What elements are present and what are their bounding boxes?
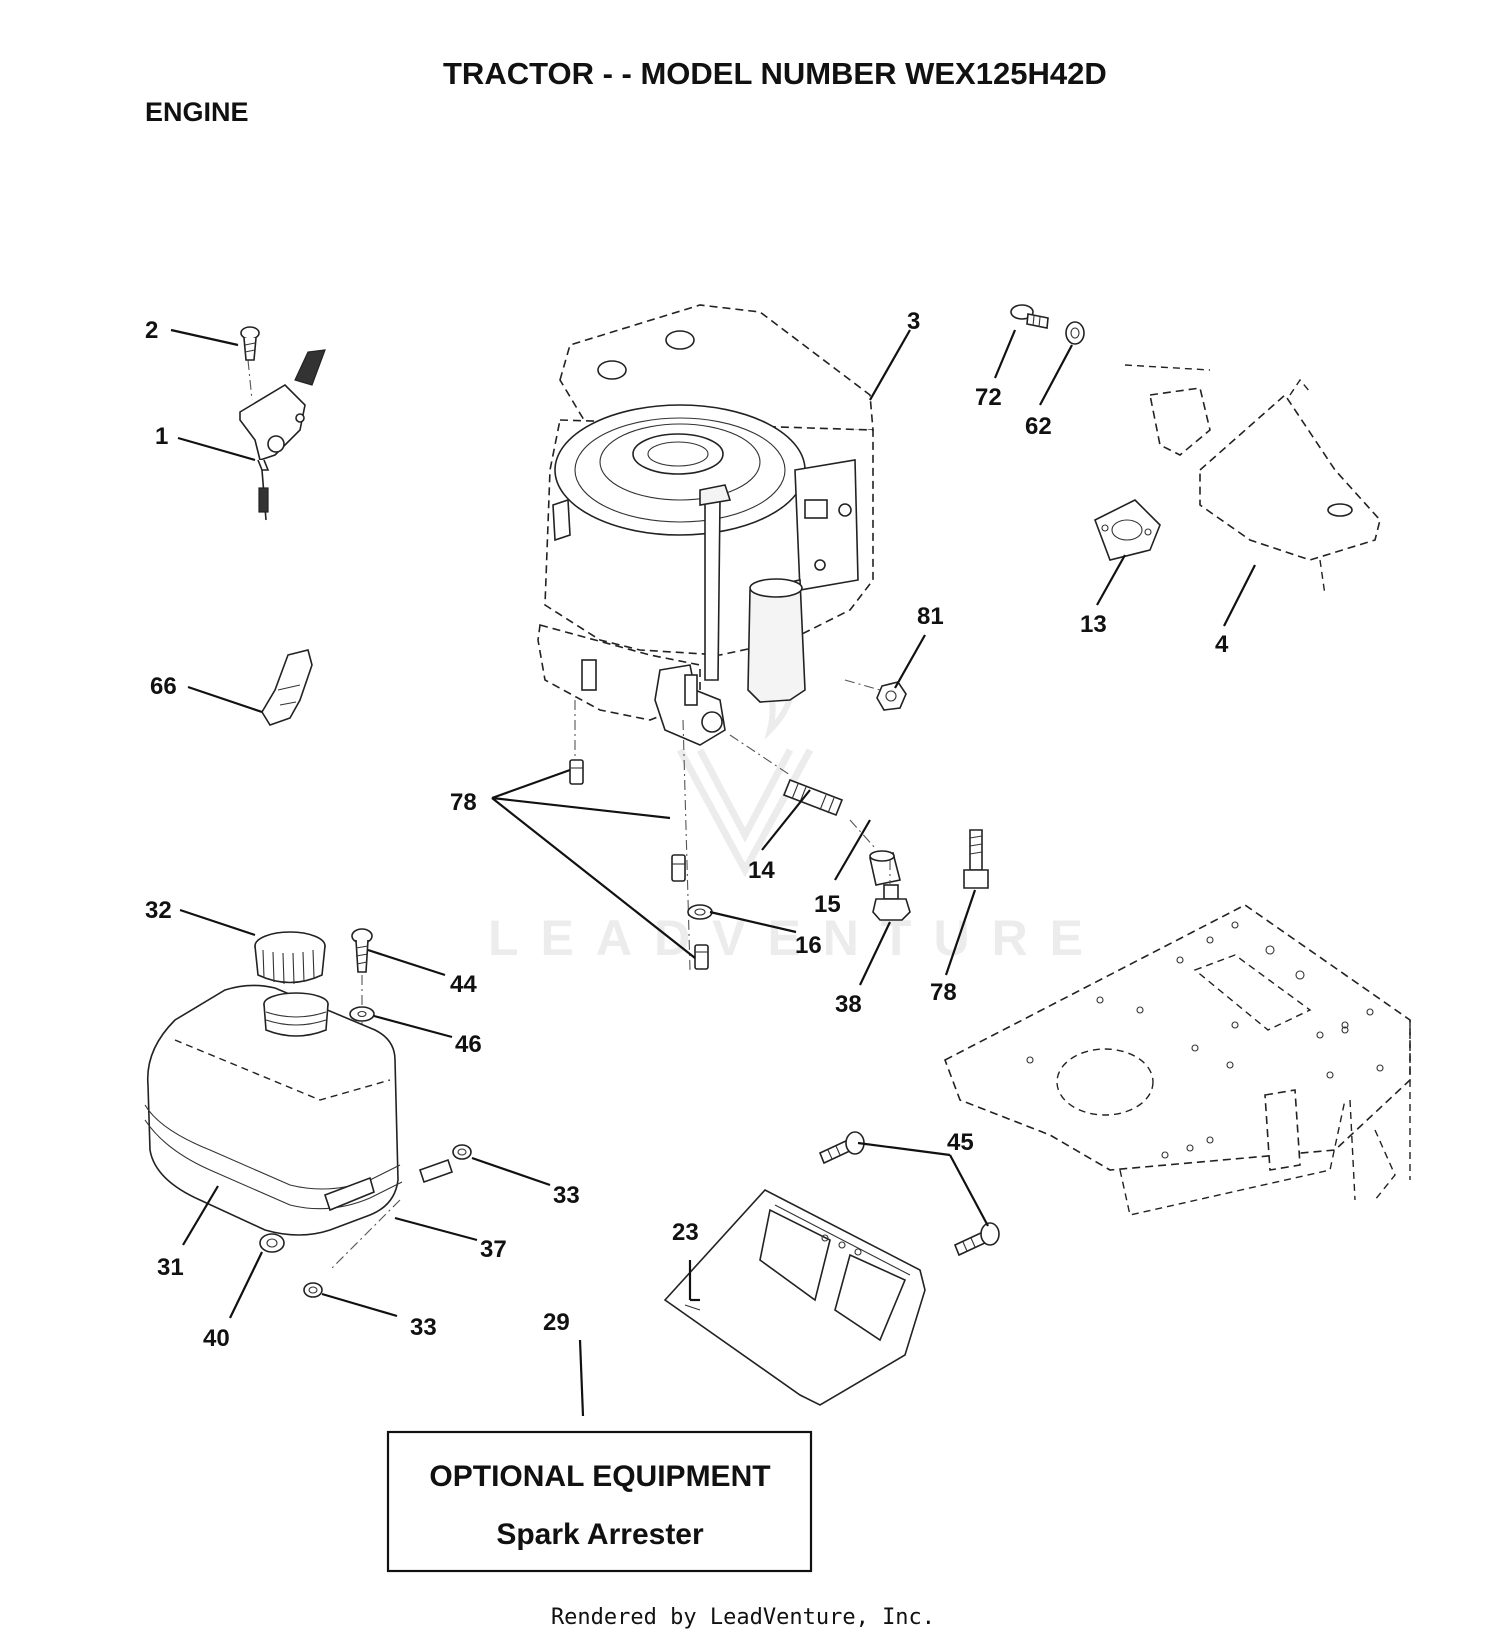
part-cap-15 xyxy=(869,850,901,886)
callout-31: 31 xyxy=(157,1254,184,1281)
part-muffler-4 xyxy=(1124,364,1381,596)
svg-text:LEADVENTURE: LEADVENTURE xyxy=(488,910,1105,966)
part-bolt-72 xyxy=(1010,304,1049,329)
part-throttle-control xyxy=(239,349,326,521)
callout-16: 16 xyxy=(795,932,822,959)
callout-29: 29 xyxy=(543,1309,570,1336)
callout-33-upper: 33 xyxy=(553,1182,580,1209)
part-clip-66 xyxy=(261,649,313,726)
callout-72: 72 xyxy=(975,384,1002,411)
part-engine-3 xyxy=(537,304,874,746)
part-bracket-23 xyxy=(663,1189,926,1406)
callout-labels: 2 1 66 3 72 62 4 13 81 78 14 15 16 38 78… xyxy=(145,308,1229,1352)
callout-32: 32 xyxy=(145,897,172,924)
callout-15: 15 xyxy=(814,891,841,918)
part-fuel-line-37 xyxy=(329,1158,454,1271)
callout-66: 66 xyxy=(150,673,177,700)
callout-40: 40 xyxy=(203,1325,230,1352)
callout-13: 13 xyxy=(1080,611,1107,638)
part-washer-16 xyxy=(687,904,713,920)
callout-78-right: 78 xyxy=(930,979,957,1006)
callout-3: 3 xyxy=(907,308,920,335)
part-fuel-cap-32 xyxy=(254,931,326,985)
part-screw-2 xyxy=(240,326,260,361)
part-pipe-14 xyxy=(782,778,844,817)
part-grommet-40 xyxy=(259,1233,285,1253)
leader-lines xyxy=(170,328,1256,1417)
callout-44: 44 xyxy=(450,971,477,998)
watermark: LEADVENTURE xyxy=(488,638,1105,966)
optional-equipment-heading: OPTIONAL EQUIPMENT xyxy=(429,1460,770,1493)
part-gasket-13 xyxy=(1093,499,1161,561)
callout-46: 46 xyxy=(455,1031,482,1058)
part-plug-38 xyxy=(872,884,911,921)
callout-38: 38 xyxy=(835,991,862,1018)
part-washer-46 xyxy=(349,1006,375,1022)
part-clamp-33-lower xyxy=(303,1282,323,1298)
part-nut-81 xyxy=(876,681,907,711)
callout-33-lower: 33 xyxy=(410,1314,437,1341)
part-clamp-33-upper xyxy=(452,1144,472,1160)
callout-37: 37 xyxy=(480,1236,507,1263)
optional-equipment-item: Spark Arrester xyxy=(496,1518,704,1551)
callout-45: 45 xyxy=(947,1129,974,1156)
part-screw-44 xyxy=(351,928,373,973)
part-bolts-78 xyxy=(569,759,709,970)
callout-14: 14 xyxy=(748,857,775,884)
callout-81: 81 xyxy=(917,603,944,630)
section-label: ENGINE xyxy=(145,97,249,127)
callout-2: 2 xyxy=(145,317,158,344)
part-tractor-frame xyxy=(944,904,1411,1216)
diagram-title: TRACTOR - - MODEL NUMBER WEX125H42D xyxy=(443,56,1107,91)
part-bolt-78-right xyxy=(963,829,989,889)
part-washer-62 xyxy=(1065,321,1085,345)
callout-1: 1 xyxy=(155,423,168,450)
part-screw-45-lower xyxy=(953,1222,1000,1257)
callout-23: 23 xyxy=(672,1219,699,1246)
callout-78: 78 xyxy=(450,789,477,816)
part-fuel-tank-31 xyxy=(144,984,403,1236)
callout-62: 62 xyxy=(1025,413,1052,440)
callout-4: 4 xyxy=(1215,631,1229,658)
optional-equipment-box: OPTIONAL EQUIPMENT Spark Arrester xyxy=(386,1430,813,1573)
footer-credit: Rendered by LeadVenture, Inc. xyxy=(551,1605,935,1630)
part-screw-45-upper xyxy=(818,1131,865,1165)
